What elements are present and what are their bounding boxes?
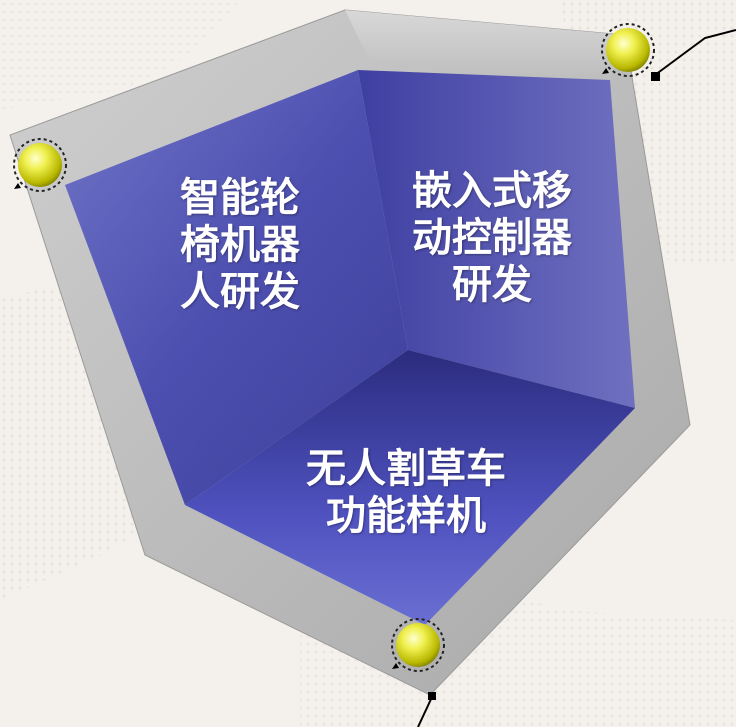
corner-ball-bottom-icon (391, 618, 445, 672)
panel-right-label: 嵌入式移 动控制器 研发 (412, 168, 572, 309)
corner-ball-left-icon (13, 138, 67, 192)
panel-right-face (358, 70, 635, 408)
corner-ball-top-right-icon (601, 23, 655, 77)
panel-left-face (65, 70, 408, 505)
panel-bottom-label: 无人割草车 功能样机 (306, 446, 506, 540)
panel-bottom-face (185, 350, 635, 625)
connector-line-bottom (417, 696, 433, 727)
panel-left-label: 智能轮 椅机器 人研发 (180, 175, 300, 316)
connector-line-top (654, 29, 736, 76)
